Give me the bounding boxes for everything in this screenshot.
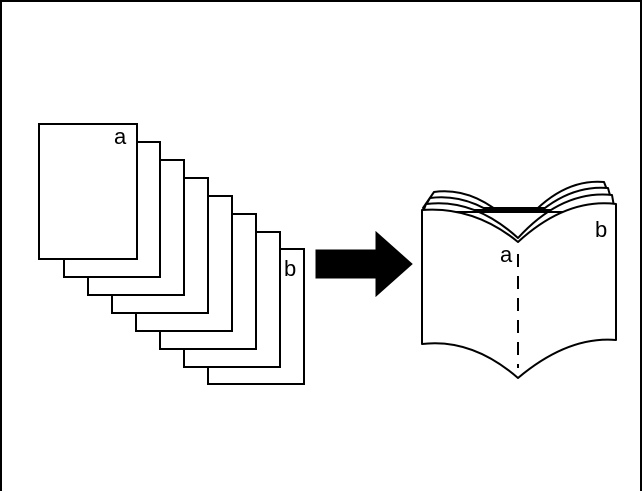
booklet-page-fan-3 — [422, 193, 616, 239]
right-arrow-icon — [315, 230, 413, 298]
booklet-cover — [421, 202, 617, 379]
sheet-first-label: a — [114, 124, 127, 149]
booklet — [421, 180, 617, 379]
sheet-last-label: b — [284, 256, 296, 281]
booklet-right-label: b — [595, 217, 607, 242]
booklet-left-label: a — [500, 242, 513, 267]
sheet-stack: a b — [38, 123, 305, 385]
sheet-1 — [38, 123, 138, 260]
